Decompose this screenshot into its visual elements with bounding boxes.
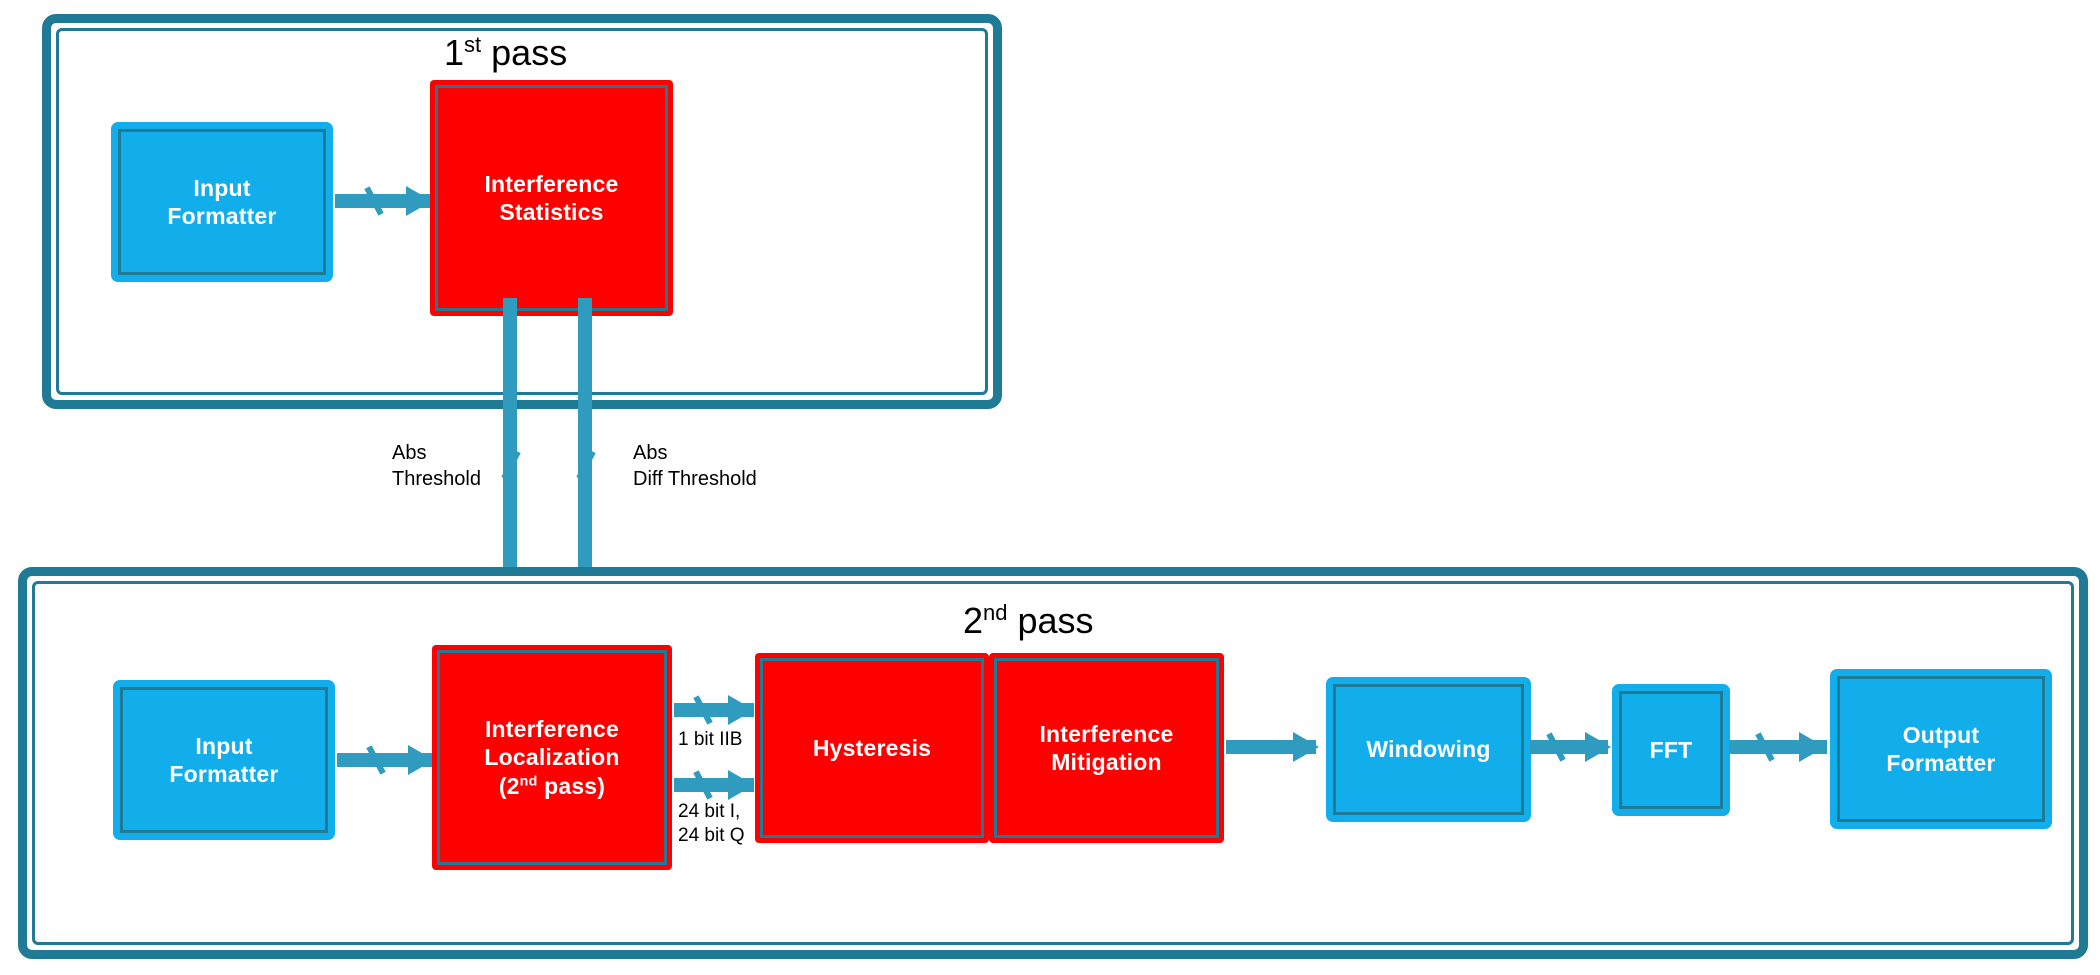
block-label-line1: Hysteresis bbox=[812, 734, 932, 761]
second-pass-title-number: 2 bbox=[963, 600, 984, 641]
first-pass-title: 1st pass bbox=[444, 32, 567, 74]
second-pass-title: 2nd pass bbox=[963, 600, 1094, 642]
arrow-iib-head bbox=[728, 695, 754, 725]
block-fill bbox=[1333, 684, 1524, 815]
block-label-line2: Localization bbox=[484, 744, 620, 771]
label-iq-bits: 24 bit I, 24 bit Q bbox=[678, 801, 745, 847]
block-fft[interactable]: FFT bbox=[1612, 684, 1730, 816]
block-border-ring bbox=[755, 653, 989, 843]
block-fill bbox=[994, 658, 1219, 838]
block-label-line1: FFT bbox=[1649, 736, 1693, 763]
arrow-if1-to-stats-head bbox=[406, 186, 432, 216]
block-label-line1: Interference bbox=[484, 170, 619, 197]
block-border-ring bbox=[430, 80, 673, 316]
block-windowing[interactable]: Windowing bbox=[1326, 677, 1531, 822]
block-fill bbox=[760, 658, 984, 838]
second-pass-frame-inner-line bbox=[32, 581, 2074, 945]
block-label: Windowing bbox=[1366, 735, 1490, 763]
block-label-line2: Statistics bbox=[499, 199, 604, 225]
block-label-line1: Interference bbox=[1039, 720, 1174, 747]
arrow-iq-head bbox=[728, 770, 754, 800]
label-abs-diff-threshold: Abs Diff Threshold bbox=[633, 442, 757, 490]
block-label-line1: Interference bbox=[484, 716, 620, 743]
block-label-line1: Output bbox=[1902, 721, 1980, 748]
arrow-mitigation-to-windowing-head bbox=[1293, 732, 1319, 762]
arrow-if2-to-localization-head bbox=[408, 745, 434, 775]
block-label: Hysteresis bbox=[813, 734, 931, 762]
block-border-ring bbox=[111, 122, 333, 282]
block-fill bbox=[1837, 676, 2045, 822]
block-border-ring bbox=[113, 680, 335, 840]
block-label-line1: Input bbox=[195, 732, 253, 759]
block-label-line2: Formatter bbox=[1886, 750, 1996, 776]
first-pass-frame-inner-line bbox=[56, 28, 988, 395]
arrow-fft-to-output-head bbox=[1799, 732, 1825, 762]
block-label-line3-suffix: pass) bbox=[537, 772, 606, 799]
block-label-line3-prefix: (2 bbox=[498, 772, 520, 799]
block-border-ring bbox=[1326, 677, 1531, 822]
block-fill bbox=[437, 650, 667, 865]
label-one-bit-iib: 1 bit IIB bbox=[678, 729, 743, 750]
second-pass-title-word: pass bbox=[1007, 600, 1094, 641]
block-border-ring bbox=[1830, 669, 2052, 829]
first-pass-title-ordinal: st bbox=[464, 32, 482, 57]
block-label-line1: Windowing bbox=[1366, 736, 1491, 763]
block-border-ring bbox=[432, 645, 672, 870]
first-pass-title-word: pass bbox=[481, 32, 568, 73]
block-fill bbox=[118, 129, 326, 275]
block-label-line3-ordinal: nd bbox=[519, 772, 538, 789]
second-pass-title-ordinal: nd bbox=[983, 600, 1008, 625]
block-border-ring bbox=[1612, 684, 1730, 816]
block-fill bbox=[120, 687, 328, 833]
block-label: FFT bbox=[1650, 736, 1693, 764]
block-fill bbox=[1619, 691, 1723, 809]
block-label-line1: Input bbox=[193, 174, 251, 201]
first-pass-title-number: 1 bbox=[444, 32, 465, 73]
arrow-windowing-to-fft-head bbox=[1585, 732, 1611, 762]
block-border-ring bbox=[989, 653, 1224, 843]
label-abs-threshold: Abs Threshold bbox=[392, 442, 481, 490]
block-label-line2: Formatter bbox=[169, 761, 279, 787]
block-fill bbox=[435, 85, 668, 311]
block-label-line2: Mitigation bbox=[1051, 749, 1162, 775]
block-label-line2: Formatter bbox=[167, 203, 277, 229]
block-hysteresis[interactable]: Hysteresis bbox=[755, 653, 989, 843]
